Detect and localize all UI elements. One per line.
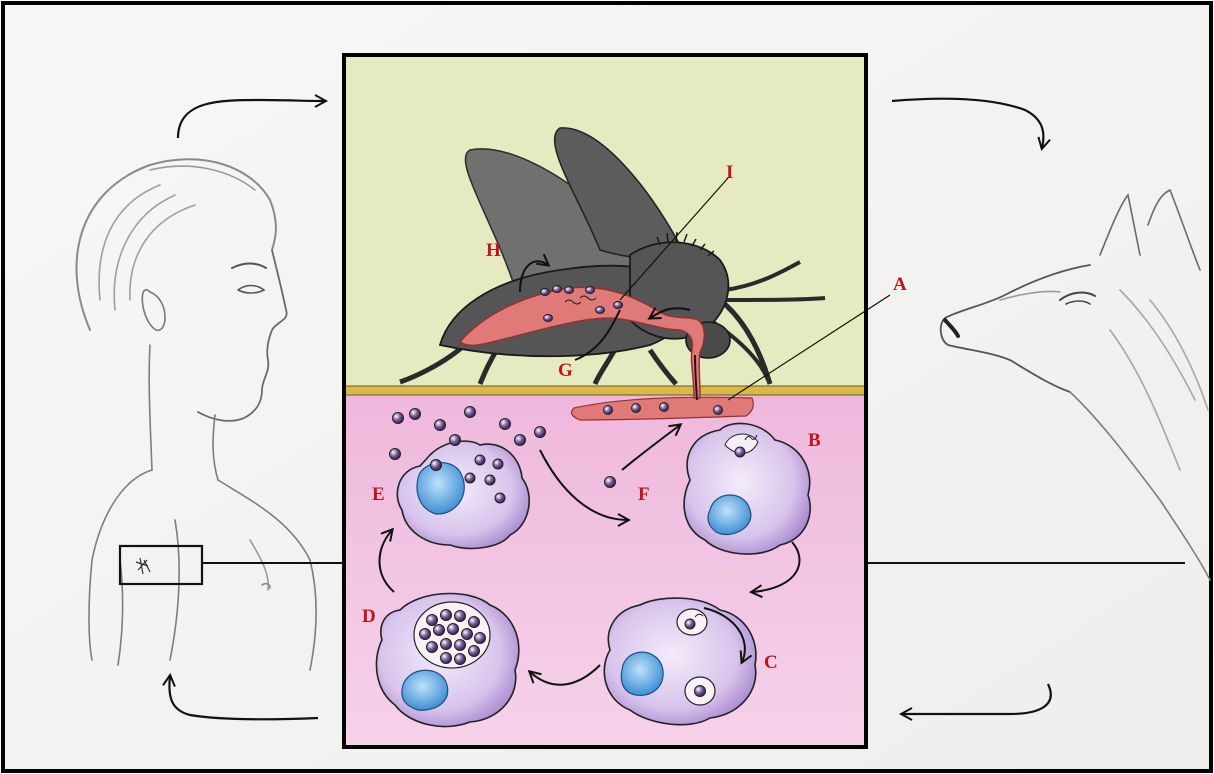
macrophage-D	[376, 594, 518, 727]
label-C: C	[764, 652, 778, 673]
label-D: D	[362, 606, 376, 627]
label-G: G	[558, 360, 573, 381]
macrophage-C	[604, 598, 756, 725]
central-panel: A B C D E F G H I	[344, 55, 907, 747]
label-B: B	[808, 430, 821, 451]
skin-surface	[344, 386, 866, 395]
label-E: E	[372, 484, 385, 505]
label-H: H	[486, 240, 501, 261]
label-A: A	[893, 274, 907, 295]
label-I: I	[726, 162, 733, 183]
label-F: F	[638, 484, 650, 505]
